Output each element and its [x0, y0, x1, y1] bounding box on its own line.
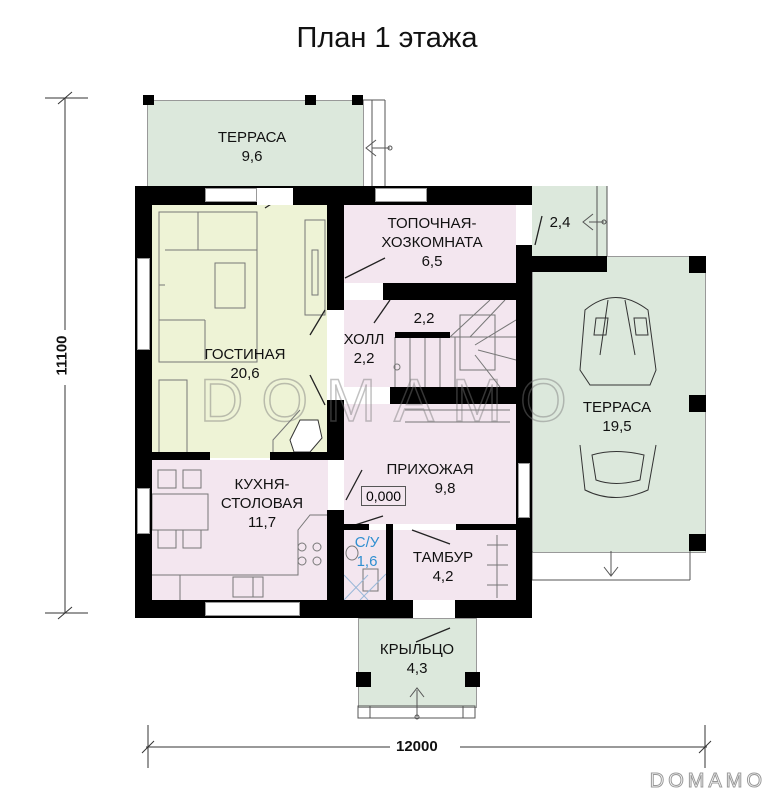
wall-garage-top: [532, 256, 607, 272]
watermark-corner: DOMAMO: [649, 770, 766, 793]
wall-center-vertical-lower: [327, 400, 344, 458]
pillar-8: [465, 672, 480, 687]
dimension-width: 12000: [392, 738, 442, 755]
pillar-6: [689, 534, 706, 551]
boiler-room-fill: [344, 205, 516, 283]
window-bottom-kitchen: [205, 602, 300, 616]
dimension-height: 11100: [53, 331, 71, 380]
wall-stair-inner: [395, 332, 450, 338]
bathroom-fill: [344, 530, 386, 600]
window-top-boiler: [375, 188, 427, 202]
window-top-living: [205, 188, 257, 202]
wall-bottom: [135, 600, 532, 618]
pillar-7: [356, 672, 371, 687]
wall-hall-bottom: [390, 387, 516, 404]
window-left-kitchen: [137, 488, 150, 534]
pillar-1: [143, 95, 154, 105]
pillar-5: [689, 395, 706, 412]
wall-vestibule-top: [456, 524, 516, 530]
door-top-living: [257, 188, 293, 205]
pillar-3: [352, 95, 363, 105]
wall-bath-right: [386, 524, 393, 600]
pillar-4: [689, 256, 706, 273]
window-left-living: [137, 258, 150, 350]
door-entrance: [413, 600, 455, 618]
wall-top: [135, 186, 532, 205]
terrace-small-fill: [532, 186, 607, 256]
wall-boiler-bottom: [383, 283, 516, 300]
living-room-fill: [152, 205, 327, 458]
wall-center-vertical: [327, 205, 344, 310]
wall-center-kitchen: [327, 510, 344, 600]
door-terrace-side: [516, 205, 532, 245]
watermark: DOMAMO: [199, 366, 585, 435]
pillar-2: [305, 95, 316, 105]
wall-kitchen-top: [135, 452, 210, 460]
wall-bath-top: [344, 524, 369, 530]
room-label-stair-area: 2,2: [413, 310, 435, 327]
room-label-terrace-small: 2,4: [549, 214, 571, 231]
plan-title: План 1 этажа: [296, 22, 478, 54]
elevation-mark: 0,000: [361, 486, 407, 506]
window-right-hallway: [518, 463, 530, 518]
wall-left: [135, 186, 152, 618]
wall-kitchen-top2: [270, 452, 344, 460]
terrace-top-fill: [147, 100, 364, 188]
